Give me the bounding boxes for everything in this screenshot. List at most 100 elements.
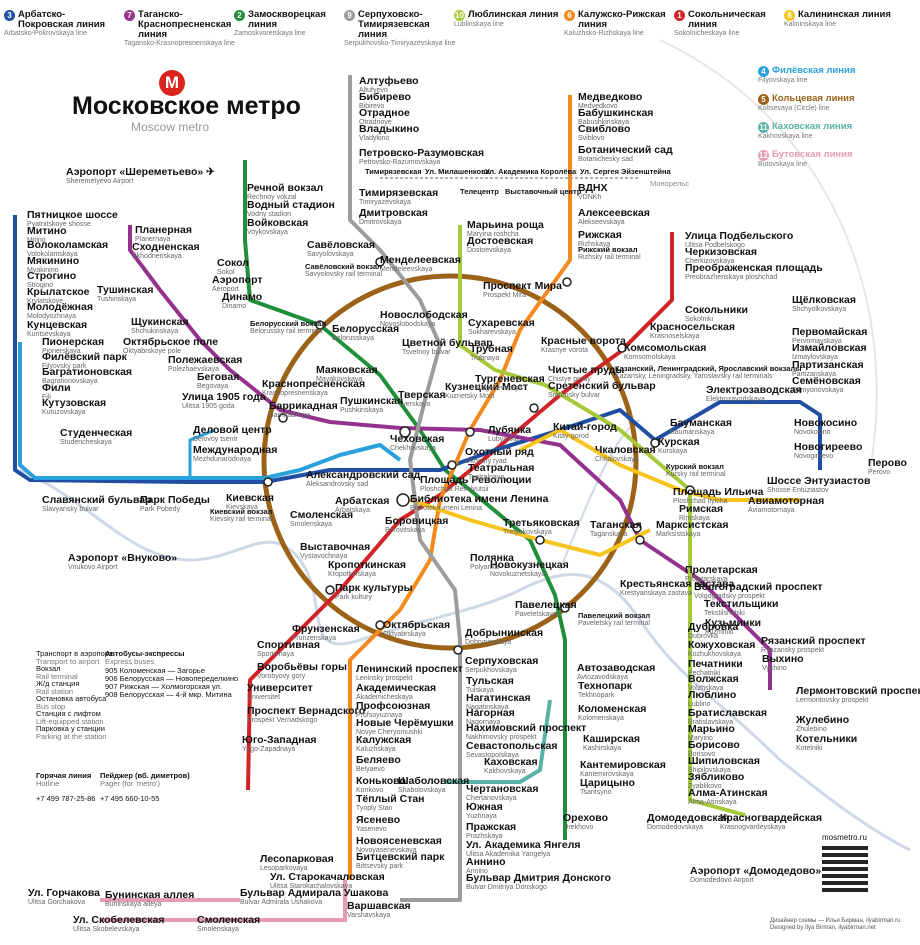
monorail-station[interactable]: Ул. Милашенкова [425,168,490,176]
rail-terminal-label[interactable]: Казанский, Ленинградский, Ярославский во… [615,365,802,380]
monorail-station[interactable]: Выставочный центр [505,188,581,196]
hotline-phone[interactable]: +7 499 787-25-86 [36,793,96,803]
airport-domodedovo[interactable]: Аэропорт «Домодедово»Domodedovo Airport [690,865,821,884]
monorail-station[interactable]: Телецентр [460,188,499,196]
monorail-station[interactable]: Тимирязевская [365,168,422,176]
